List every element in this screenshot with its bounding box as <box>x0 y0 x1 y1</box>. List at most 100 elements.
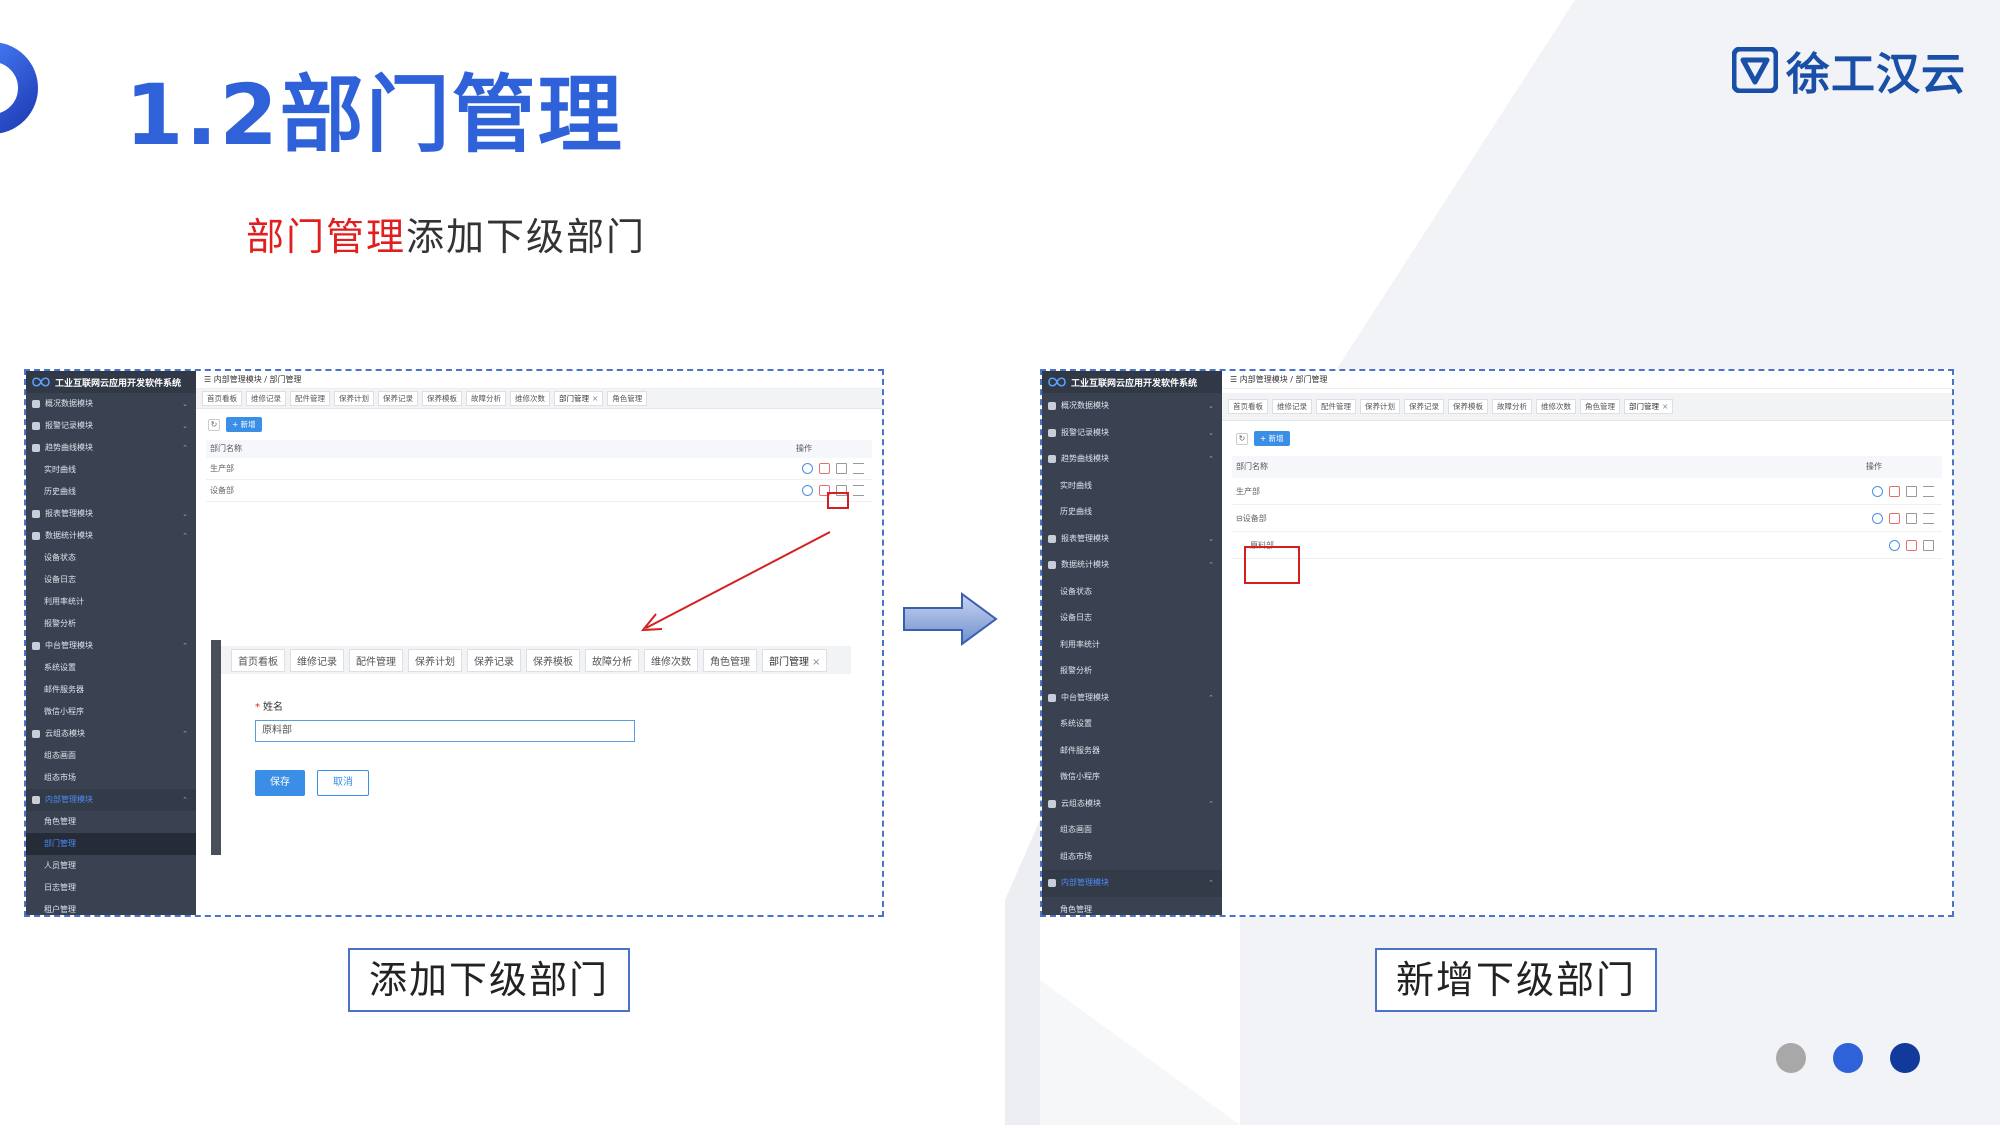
close-tab-icon[interactable]: × <box>592 394 599 403</box>
tab[interactable]: 保养记录 <box>1404 399 1444 414</box>
sidebar-item[interactable]: 利用率统计 <box>26 591 196 613</box>
sidebar-item[interactable]: 微信小程序 <box>1042 764 1222 791</box>
sidebar-item[interactable]: 概况数据模块⌄ <box>1042 393 1222 420</box>
tab[interactable]: 故障分析 <box>585 648 639 672</box>
close-tab-icon[interactable]: × <box>812 656 821 668</box>
edit-icon[interactable] <box>1872 512 1883 524</box>
sidebar-item[interactable]: 日志管理 <box>26 877 196 899</box>
sidebar-item[interactable]: 实时曲线 <box>26 459 196 481</box>
sidebar-item[interactable]: 组态市场 <box>1042 844 1222 871</box>
sidebar-item[interactable]: 部门管理 <box>26 833 196 855</box>
add-sub-icon[interactable] <box>1923 539 1934 551</box>
tab[interactable]: 首页看板 <box>202 391 242 406</box>
sort-icon[interactable] <box>1923 485 1934 497</box>
sort-icon[interactable] <box>1923 512 1934 524</box>
sidebar-item[interactable]: 租户管理 <box>26 899 196 915</box>
tab[interactable]: 保养模板 <box>526 648 580 672</box>
sidebar-item[interactable]: 历史曲线 <box>26 481 196 503</box>
tab[interactable]: 维修次数 <box>510 391 550 406</box>
tab[interactable]: 部门管理× <box>1624 399 1674 414</box>
delete-icon[interactable] <box>1889 512 1900 524</box>
tab[interactable]: 首页看板 <box>231 648 285 672</box>
edit-icon[interactable] <box>802 485 813 496</box>
sidebar-item[interactable]: 报警记录模块⌄ <box>26 415 196 437</box>
sidebar-item[interactable]: 趋势曲线模块⌃ <box>1042 446 1222 473</box>
tab[interactable]: 保养计划 <box>334 391 374 406</box>
tab[interactable]: 维修记录 <box>290 648 344 672</box>
sidebar-item[interactable]: 系统设置 <box>26 657 196 679</box>
tab[interactable]: 维修次数 <box>644 648 698 672</box>
sidebar-item[interactable]: 中台管理模块⌃ <box>1042 685 1222 712</box>
delete-icon[interactable] <box>819 485 830 496</box>
sidebar-item[interactable]: 数据统计模块⌃ <box>26 525 196 547</box>
sidebar-item[interactable]: 设备状态 <box>1042 579 1222 606</box>
tab[interactable]: 故障分析 <box>1492 399 1532 414</box>
edit-icon[interactable] <box>802 463 813 474</box>
sidebar-item[interactable]: 云组态模块⌃ <box>26 723 196 745</box>
sidebar-item[interactable]: 角色管理 <box>26 811 196 833</box>
sidebar-item[interactable]: 报警分析 <box>1042 658 1222 685</box>
delete-icon[interactable] <box>1906 539 1917 551</box>
add-button[interactable]: + 新增 <box>226 417 262 432</box>
sidebar-item[interactable]: 内部管理模块⌃ <box>1042 870 1222 897</box>
save-button[interactable]: 保存 <box>255 770 305 796</box>
sidebar-item[interactable]: 组态画面 <box>26 745 196 767</box>
sidebar-item[interactable]: 云组态模块⌃ <box>1042 791 1222 818</box>
tab[interactable]: 部门管理× <box>762 648 828 672</box>
tab[interactable]: 角色管理 <box>703 648 757 672</box>
tab[interactable]: 保养记录 <box>378 391 418 406</box>
tab[interactable]: 角色管理 <box>1580 399 1620 414</box>
sidebar-item[interactable]: 设备日志 <box>1042 605 1222 632</box>
sidebar-item[interactable]: 设备状态 <box>26 547 196 569</box>
tab[interactable]: 角色管理 <box>607 391 648 406</box>
tab[interactable]: 维修记录 <box>1272 399 1312 414</box>
tab[interactable]: 配件管理 <box>349 648 403 672</box>
add-sub-icon[interactable] <box>1906 485 1917 497</box>
name-input[interactable]: 原料部 <box>255 720 635 742</box>
tab[interactable]: 部门管理× <box>554 391 604 406</box>
tab[interactable]: 配件管理 <box>1316 399 1356 414</box>
add-sub-icon[interactable] <box>836 463 847 474</box>
sidebar-item[interactable]: 概况数据模块⌄ <box>26 393 196 415</box>
delete-icon[interactable] <box>1889 485 1900 497</box>
sort-icon[interactable] <box>853 485 864 496</box>
sidebar-item[interactable]: 组态市场 <box>26 767 196 789</box>
sidebar-item[interactable]: 利用率统计 <box>1042 632 1222 659</box>
sidebar-item[interactable]: 邮件服务器 <box>26 679 196 701</box>
sidebar-item[interactable]: 中台管理模块⌃ <box>26 635 196 657</box>
sidebar-item[interactable]: 报警分析 <box>26 613 196 635</box>
sidebar-item[interactable]: 微信小程序 <box>26 701 196 723</box>
sidebar-item[interactable]: 内部管理模块⌃ <box>26 789 196 811</box>
sidebar-item[interactable]: 角色管理 <box>1042 897 1222 916</box>
delete-icon[interactable] <box>819 463 830 474</box>
tab[interactable]: 保养计划 <box>408 648 462 672</box>
add-sub-icon[interactable] <box>1906 512 1917 524</box>
tab[interactable]: 保养记录 <box>467 648 521 672</box>
refresh-icon[interactable]: ↻ <box>208 418 220 431</box>
close-tab-icon[interactable]: × <box>1662 402 1669 411</box>
tab[interactable]: 维修次数 <box>1536 399 1576 414</box>
sidebar-item[interactable]: 报警记录模块⌄ <box>1042 420 1222 447</box>
sidebar-item[interactable]: 历史曲线 <box>1042 499 1222 526</box>
tab[interactable]: 故障分析 <box>466 391 506 406</box>
tab[interactable]: 保养计划 <box>1360 399 1400 414</box>
sidebar-item[interactable]: 实时曲线 <box>1042 473 1222 500</box>
edit-icon[interactable] <box>1889 539 1900 551</box>
refresh-icon[interactable]: ↻ <box>1236 432 1248 445</box>
cancel-button[interactable]: 取消 <box>317 770 369 796</box>
sort-icon[interactable] <box>853 463 864 474</box>
sidebar-item[interactable]: 报表管理模块⌄ <box>1042 526 1222 553</box>
tab[interactable]: 配件管理 <box>290 391 330 406</box>
sidebar-item[interactable]: 人员管理 <box>26 855 196 877</box>
sidebar-item[interactable]: 趋势曲线模块⌃ <box>26 437 196 459</box>
sidebar-item[interactable]: 邮件服务器 <box>1042 738 1222 765</box>
tab[interactable]: 保养模板 <box>1448 399 1488 414</box>
sidebar-item[interactable]: 设备日志 <box>26 569 196 591</box>
sidebar-item[interactable]: 系统设置 <box>1042 711 1222 738</box>
sidebar-item[interactable]: 组态画面 <box>1042 817 1222 844</box>
sidebar-item[interactable]: 数据统计模块⌃ <box>1042 552 1222 579</box>
add-sub-icon[interactable] <box>836 485 847 496</box>
add-button[interactable]: + 新增 <box>1254 431 1290 446</box>
tab[interactable]: 首页看板 <box>1228 399 1268 414</box>
edit-icon[interactable] <box>1872 485 1883 497</box>
